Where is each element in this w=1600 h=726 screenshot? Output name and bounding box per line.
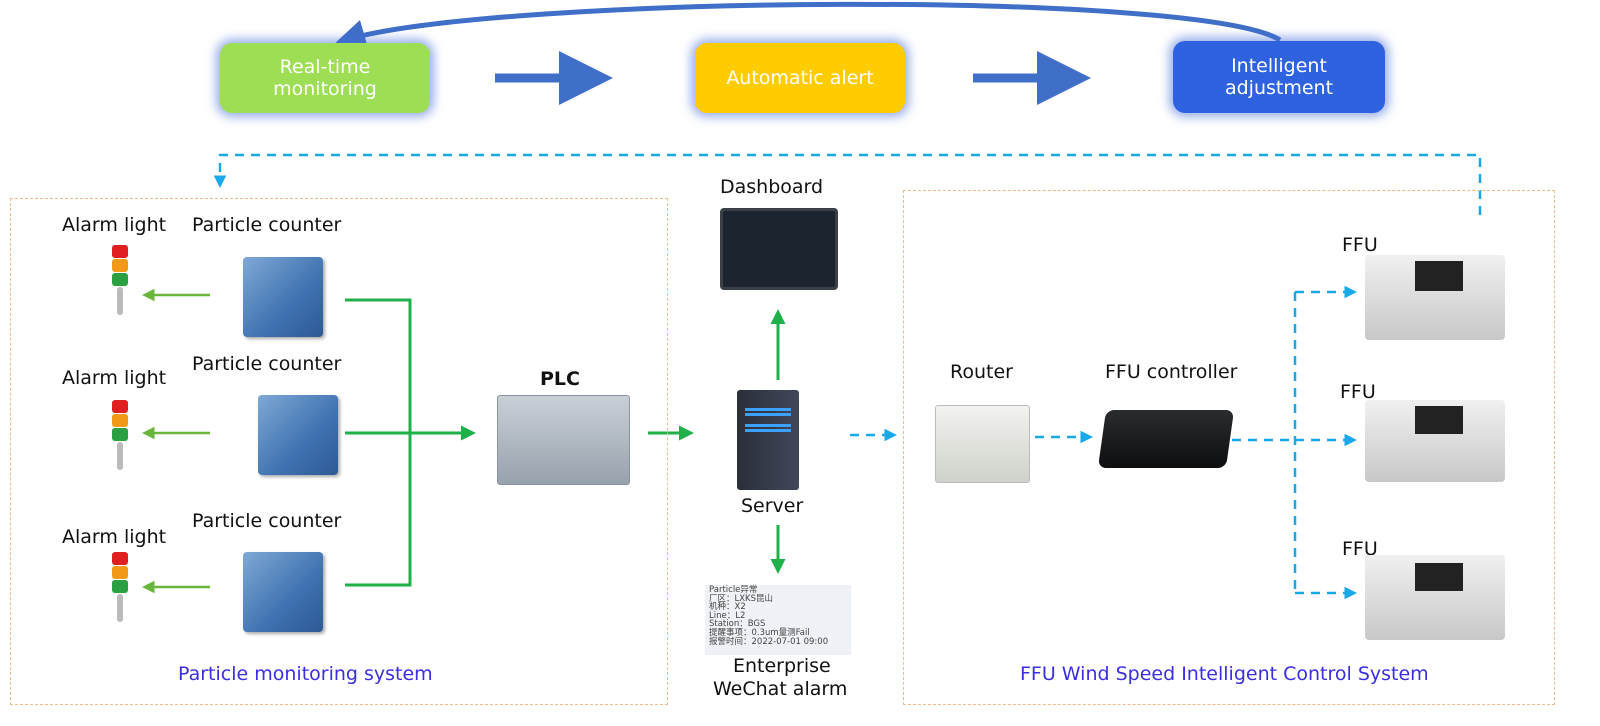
network-lines [850,285,1357,600]
alarm-signal-arrows [142,288,210,594]
feedback-arrow [335,1,1282,49]
particle-counter-icon [258,395,338,475]
ffu-label: FFU [1342,538,1378,560]
particle-counter-icon [243,257,323,337]
particle-counter-icon [243,552,323,632]
ffu-label: FFU [1340,381,1376,403]
plc-label: PLC [540,368,580,390]
particle-monitoring-panel [10,198,668,705]
message-line: 厂区：LXKS昆山 [709,593,774,604]
ffu-control-panel [903,190,1555,705]
wechat-label-line1: Enterprise [733,655,831,677]
alarm-light-icon [112,400,128,470]
stage-intelligent-adjustment: Intelligent adjustment [1173,41,1385,113]
message-line: Line：L2 [709,610,746,621]
dashed-feedback-line [213,153,1482,215]
server-label: Server [741,495,804,517]
alarm-light-label: Alarm light [62,367,167,389]
particle-counter-label: Particle counter [192,214,342,236]
ffu-controller-label: FFU controller [1105,361,1238,383]
alarm-light-label: Alarm light [62,214,167,236]
stage-real-time-monitoring: Real-time monitoring [220,43,430,113]
dashboard-icon [720,208,838,290]
stage-automatic-alert: Automatic alert [695,43,905,113]
ffu-label: FFU [1342,234,1378,256]
stage-label: Real-time monitoring [273,56,377,100]
particle-counter-label: Particle counter [192,353,342,375]
ffu-icon [1365,400,1505,482]
router-label: Router [950,361,1013,383]
server-icon [737,390,799,490]
message-line: 提醒事项：0.3um量测Fail [709,627,810,638]
message-line: 报警时间：2022-07-01 09:00 [709,636,829,647]
ffu-icon [1365,255,1505,340]
plc-icon [497,395,630,485]
alarm-light-label: Alarm light [62,526,167,548]
alarm-light-icon [112,552,128,622]
ffu-controller-icon [1097,410,1235,468]
ffu-icon [1365,555,1505,640]
message-line: 机种：X2 [709,602,746,613]
wechat-alarm-message: Particle异常 厂区：LXKS昆山 机种：X2 Line：L2 Stati… [705,585,851,655]
message-line: Station：BGS [709,619,766,630]
message-line: Particle异常 [709,585,758,595]
dashboard-label: Dashboard [720,176,824,198]
stage-label: Intelligent adjustment [1224,55,1334,99]
particle-counter-label: Particle counter [192,510,342,532]
stage-label: Automatic alert [726,67,874,89]
data-lines [345,298,786,587]
wechat-label-line2: WeChat alarm [713,678,848,700]
ffu-system-title: FFU Wind Speed Intelligent Control Syste… [1020,663,1429,685]
router-icon [935,405,1030,483]
alarm-light-icon [112,245,128,315]
particle-system-title: Particle monitoring system [178,663,433,685]
